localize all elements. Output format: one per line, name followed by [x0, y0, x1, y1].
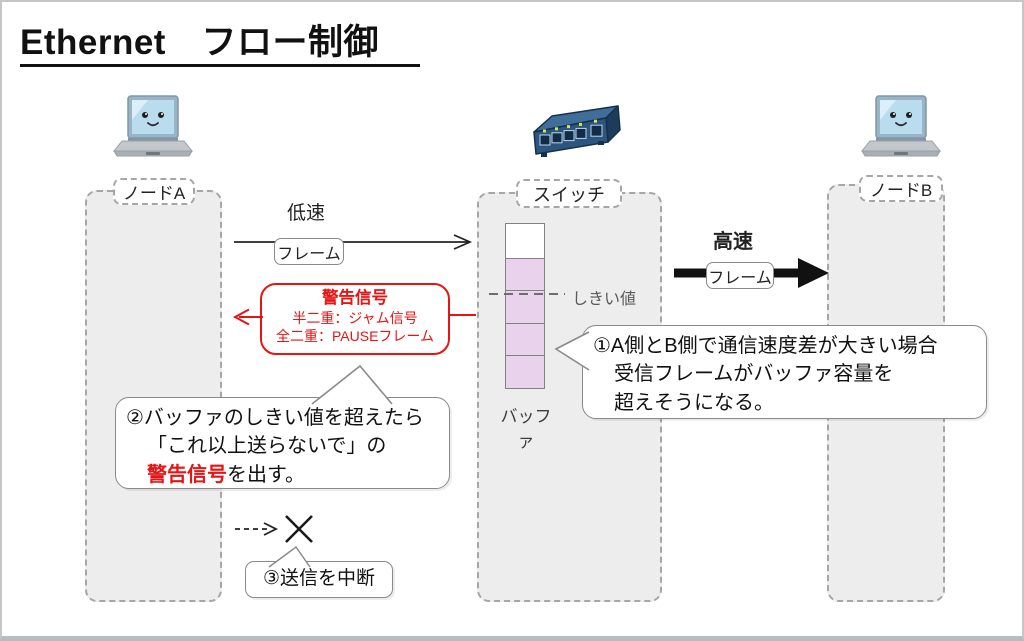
node-a-lane	[85, 190, 222, 602]
buffer-cell-filled	[505, 355, 545, 390]
node-b-label: ノードB	[859, 175, 943, 202]
buffer-cell-filled	[505, 257, 545, 292]
x-mark	[285, 515, 313, 543]
node-a-label: ノードA	[113, 178, 195, 205]
buffer-cell-empty	[505, 223, 545, 260]
callout-2-line1: ②バッファのしきい値を超えたら	[126, 407, 424, 429]
callout-1-line1: ①A側とB側で通信速度差が大きい場合	[593, 335, 938, 357]
switch-icon	[533, 105, 621, 157]
callout-2-line2: 「これ以上送らないで」の	[147, 435, 387, 458]
buffer-cell-filled	[505, 322, 545, 357]
slow-speed-label: 低速	[287, 203, 326, 224]
slow-arrow	[234, 234, 473, 250]
callout-2-line3: 警告信号を出す。	[126, 461, 439, 489]
laptop-icon	[860, 95, 942, 157]
warning-signal-box: 警告信号 半二重：ジャム信号 全二重：PAUSEフレーム	[260, 283, 450, 355]
laptop-icon	[112, 95, 194, 157]
fast-frame-pill: フレーム	[706, 262, 774, 289]
callout-2-line3-rest: を出す。	[227, 463, 305, 486]
interrupted-arrow	[235, 522, 279, 536]
buffer-cell-filled	[505, 290, 545, 325]
threshold-label: しきい値	[572, 291, 637, 308]
page-title: Ethernet フロー制御	[20, 23, 379, 62]
callout-1-bubble: ①A側とB側で通信速度差が大きい場合 受信フレームがバッファ容量を 超えそうにな…	[582, 325, 987, 419]
buffer-label: バッファ	[500, 407, 552, 451]
title-underline	[20, 64, 420, 67]
fast-speed-label: 高速	[713, 231, 753, 253]
buffer-column	[505, 223, 545, 390]
callout-3-label: ③送信を中断	[262, 568, 376, 590]
callout-2-warning-word: 警告信号	[147, 463, 227, 486]
slow-frame-pill: フレーム	[274, 238, 344, 265]
warning-half-duplex: 半二重：ジャム信号	[292, 309, 418, 326]
callout-2-bubble: ②バッファのしきい値を超えたら 「これ以上送らないで」の 警告信号を出す。	[115, 397, 450, 489]
callout-1-line2: 受信フレームがバッファ容量を	[614, 363, 894, 386]
callout-3-bubble: ③送信を中断	[245, 561, 393, 598]
warning-full-duplex: 全二重：PAUSEフレーム	[275, 327, 434, 344]
warning-title: 警告信号	[322, 289, 388, 307]
switch-label: スイッチ	[516, 179, 622, 208]
callout-1-line3: 超えそうになる。	[614, 391, 774, 414]
